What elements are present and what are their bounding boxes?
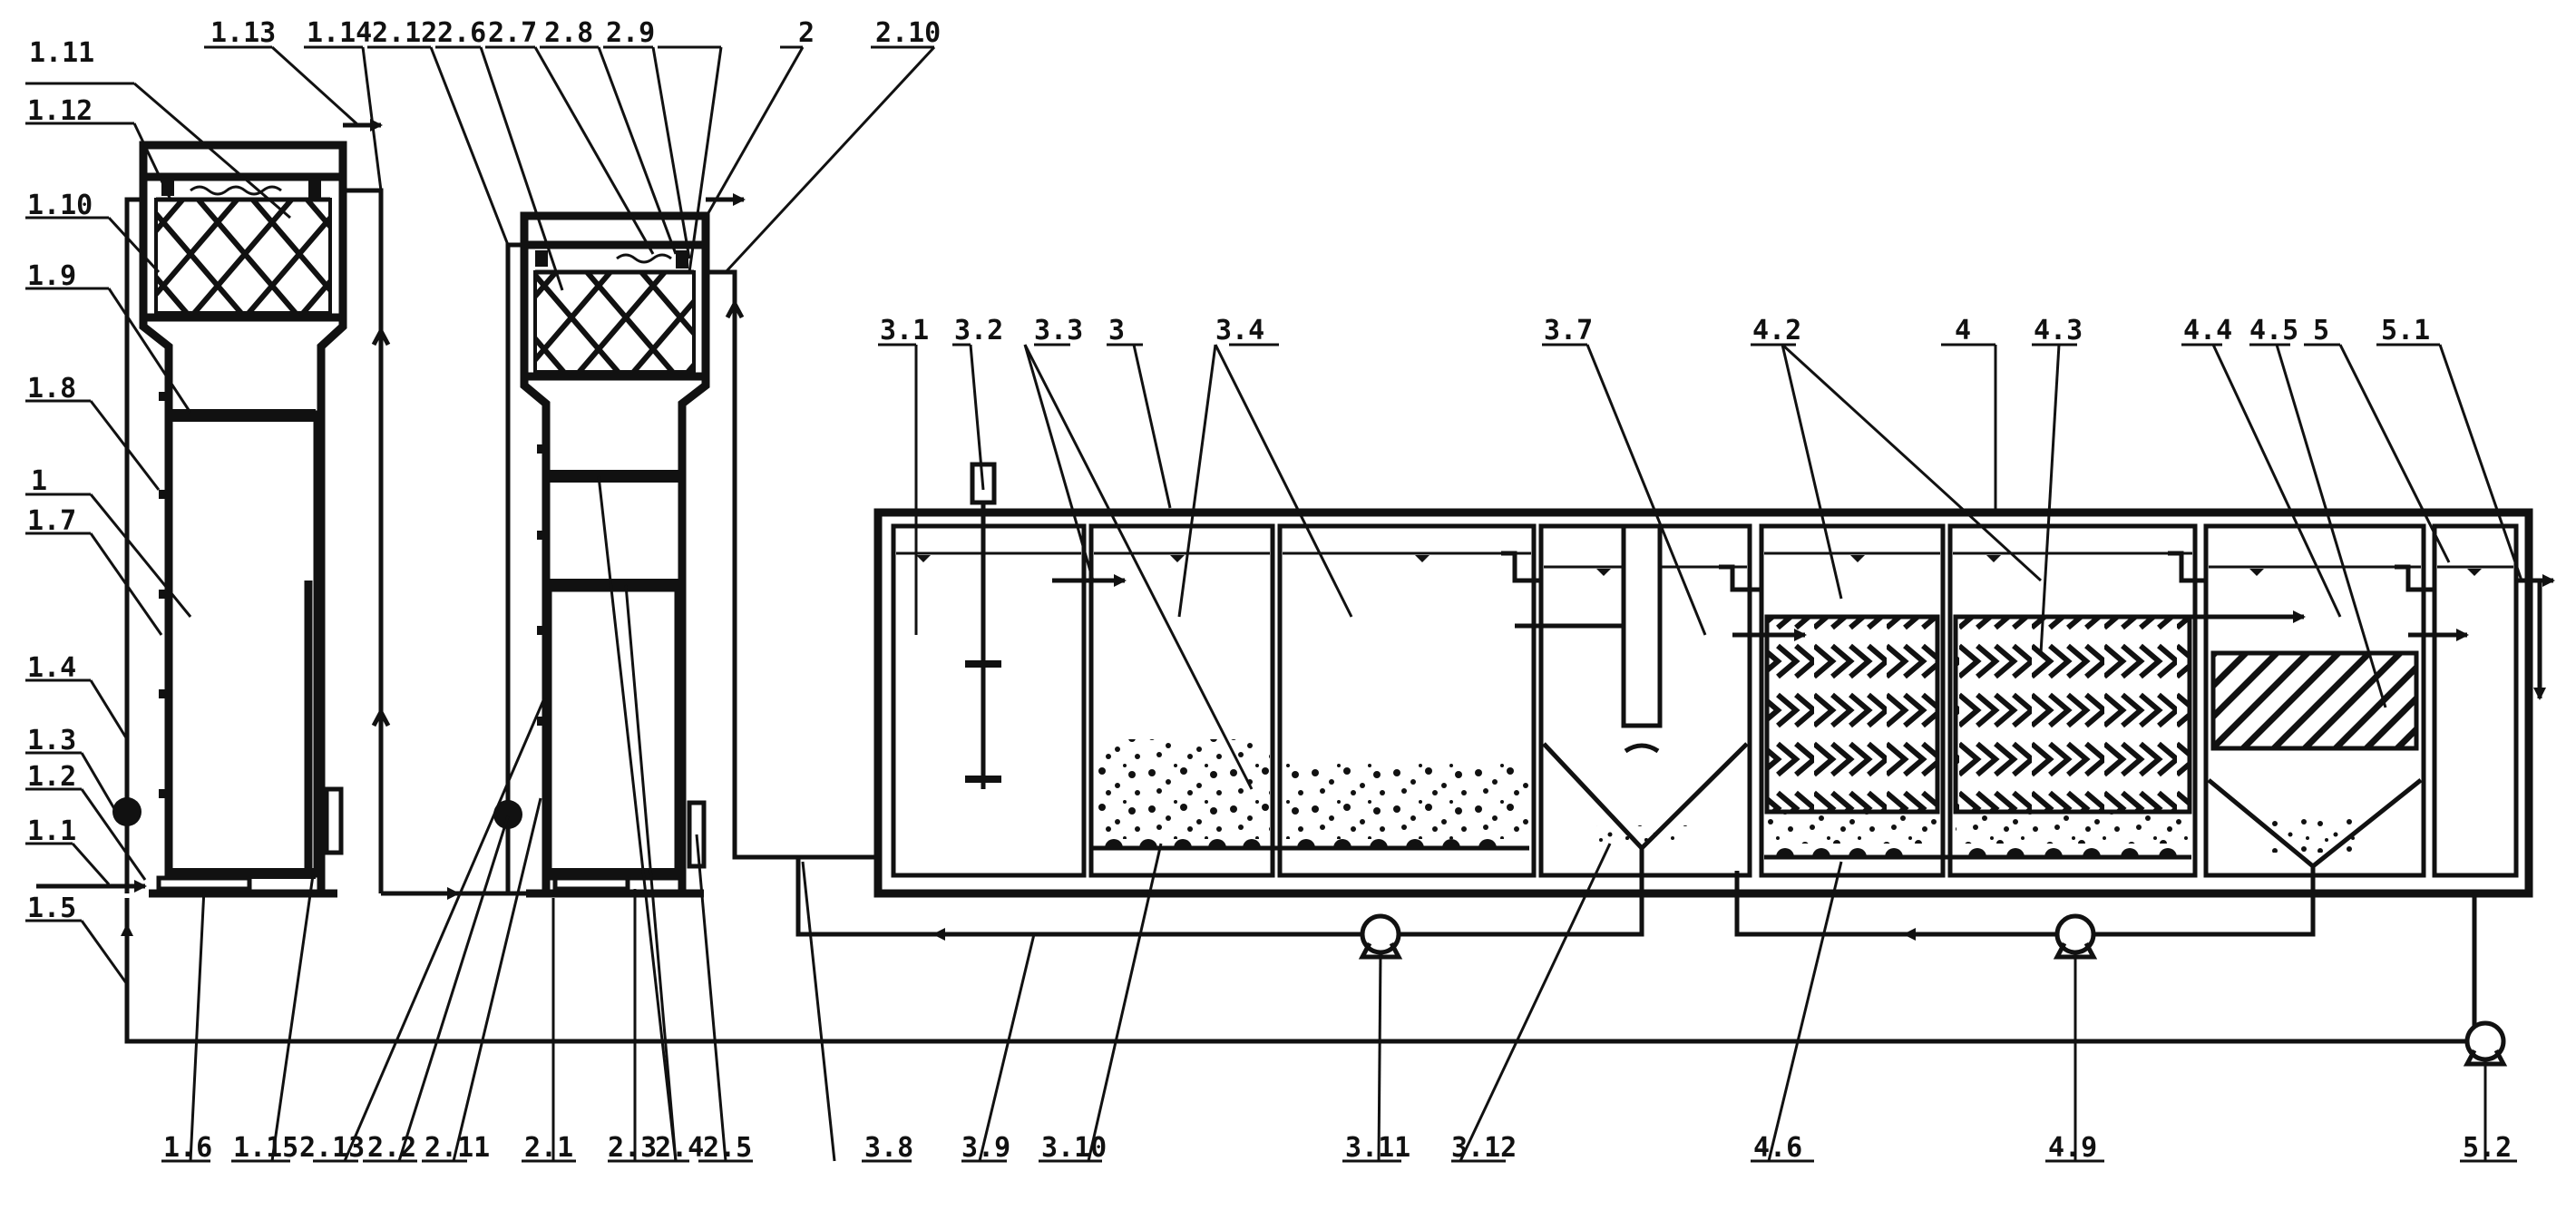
label-1: 1: [31, 465, 47, 497]
label-4-5: 4.5: [2249, 315, 2298, 346]
label-4: 4: [1955, 315, 1971, 346]
leader-lines: [25, 45, 2523, 1163]
label-2-11: 2.11: [424, 1132, 490, 1164]
label-1-12: 1.12: [27, 95, 93, 127]
label-2-4: 2.4: [655, 1132, 704, 1164]
label-2-8: 2.8: [544, 17, 593, 49]
label-3-9: 3.9: [961, 1132, 1010, 1164]
label-1-14: 1.14: [307, 17, 372, 49]
label-3-7: 3.7: [1544, 315, 1593, 346]
label-3-8: 3.8: [864, 1132, 913, 1164]
label-2-7: 2.7: [488, 17, 537, 49]
label-2-13: 2.13: [299, 1132, 365, 1164]
labels: 1.11 1.12 1.10 1.9 1.8 1 1.7 1.4 1.3 1.2…: [27, 17, 2512, 1164]
label-2-10: 2.10: [875, 17, 941, 49]
label-2-12: 2.12: [372, 17, 437, 49]
label-1-13: 1.13: [210, 17, 276, 49]
recycle-lines: [121, 848, 2508, 1067]
label-4-9: 4.9: [2048, 1132, 2097, 1164]
label-3-2: 3.2: [954, 315, 1003, 346]
label-1-2: 1.2: [27, 761, 76, 793]
label-1-9: 1.9: [27, 260, 76, 292]
label-2-6: 2.6: [437, 17, 486, 49]
label-1-7: 1.7: [27, 505, 76, 537]
label-1-15: 1.15: [233, 1132, 298, 1164]
label-4-4: 4.4: [2183, 315, 2232, 346]
label-1-11: 1.11: [29, 37, 94, 69]
label-3-1: 3.1: [880, 315, 929, 346]
label-2-2: 2.2: [367, 1132, 416, 1164]
label-5-2: 5.2: [2463, 1132, 2512, 1164]
label-4-2: 4.2: [1752, 315, 1801, 346]
label-3-10: 3.10: [1041, 1132, 1107, 1164]
label-4-6: 4.6: [1753, 1132, 1802, 1164]
label-1-3: 1.3: [27, 725, 76, 756]
label-5-1: 5.1: [2381, 315, 2430, 346]
label-1-1: 1.1: [27, 815, 76, 847]
label-2-3: 2.3: [608, 1132, 657, 1164]
label-5: 5: [2313, 315, 2329, 346]
label-2-1: 2.1: [524, 1132, 573, 1164]
label-3-3: 3.3: [1034, 315, 1083, 346]
diffusers-3: [1093, 839, 1529, 851]
tower-2: [493, 193, 927, 898]
label-1-5: 1.5: [27, 893, 76, 924]
label-3-11: 3.11: [1345, 1132, 1410, 1164]
label-3: 3: [1108, 315, 1125, 346]
label-2-9: 2.9: [606, 17, 655, 49]
main-tank: [873, 462, 2555, 898]
label-2-5: 2.5: [703, 1132, 752, 1164]
label-3-4: 3.4: [1215, 315, 1264, 346]
label-1-10: 1.10: [27, 190, 93, 221]
diffusers-4: [1764, 848, 2191, 860]
tower-1: [36, 119, 384, 898]
label-3-12: 3.12: [1451, 1132, 1517, 1164]
label-4-3: 4.3: [2034, 315, 2083, 346]
label-1-6: 1.6: [163, 1132, 212, 1164]
label-2: 2: [798, 17, 815, 49]
label-1-8: 1.8: [27, 373, 76, 405]
pipe-t1-t2: [371, 326, 553, 900]
label-1-4: 1.4: [27, 652, 76, 684]
